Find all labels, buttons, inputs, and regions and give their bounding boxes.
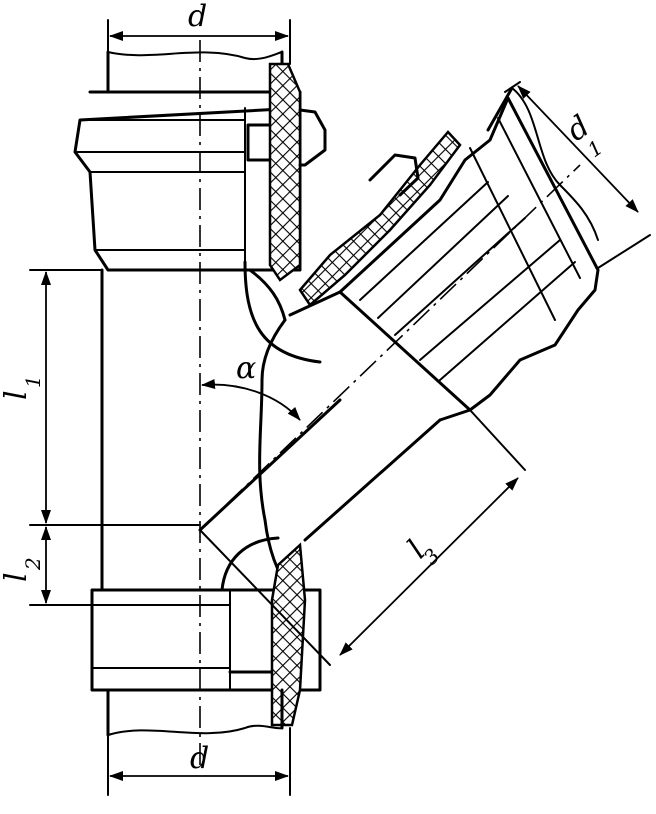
main-pipe	[73, 50, 327, 737]
body-outline-right	[258, 318, 292, 592]
length2-subscript: 2	[21, 557, 45, 571]
dimension-branch-d1: d 1	[504, 81, 651, 269]
top-seal	[268, 62, 302, 282]
dimension-top-d: d	[107, 0, 291, 93]
length2-label: l	[0, 572, 34, 582]
branch-body-lower	[303, 418, 442, 542]
length3-subscript: 3	[419, 544, 445, 570]
length1-label: l	[0, 390, 34, 400]
top-socket	[73, 90, 302, 272]
bottom-break-line	[107, 724, 283, 736]
bottom-socket	[90, 588, 322, 692]
top-diameter-label: d	[188, 0, 207, 34]
main-body	[100, 268, 287, 592]
top-pipe-stub	[106, 50, 284, 94]
branch-socket	[338, 96, 600, 412]
angle-label: α	[236, 351, 256, 386]
top-break-line	[107, 51, 283, 61]
length1-subscript: 1	[21, 375, 45, 388]
branch-body-upper	[288, 290, 472, 422]
dimension-angle: α	[201, 351, 301, 421]
dimension-l3: l 3	[199, 409, 526, 666]
bottom-diameter-label: d	[190, 741, 209, 776]
branch-seal	[298, 130, 462, 307]
bottom-seal	[270, 542, 307, 727]
dimension-l1: l 1	[0, 269, 201, 526]
dimension-bottom-d: d	[107, 727, 291, 796]
bottom-pipe-stub	[106, 688, 284, 737]
dimension-l2: l 2	[0, 526, 93, 606]
